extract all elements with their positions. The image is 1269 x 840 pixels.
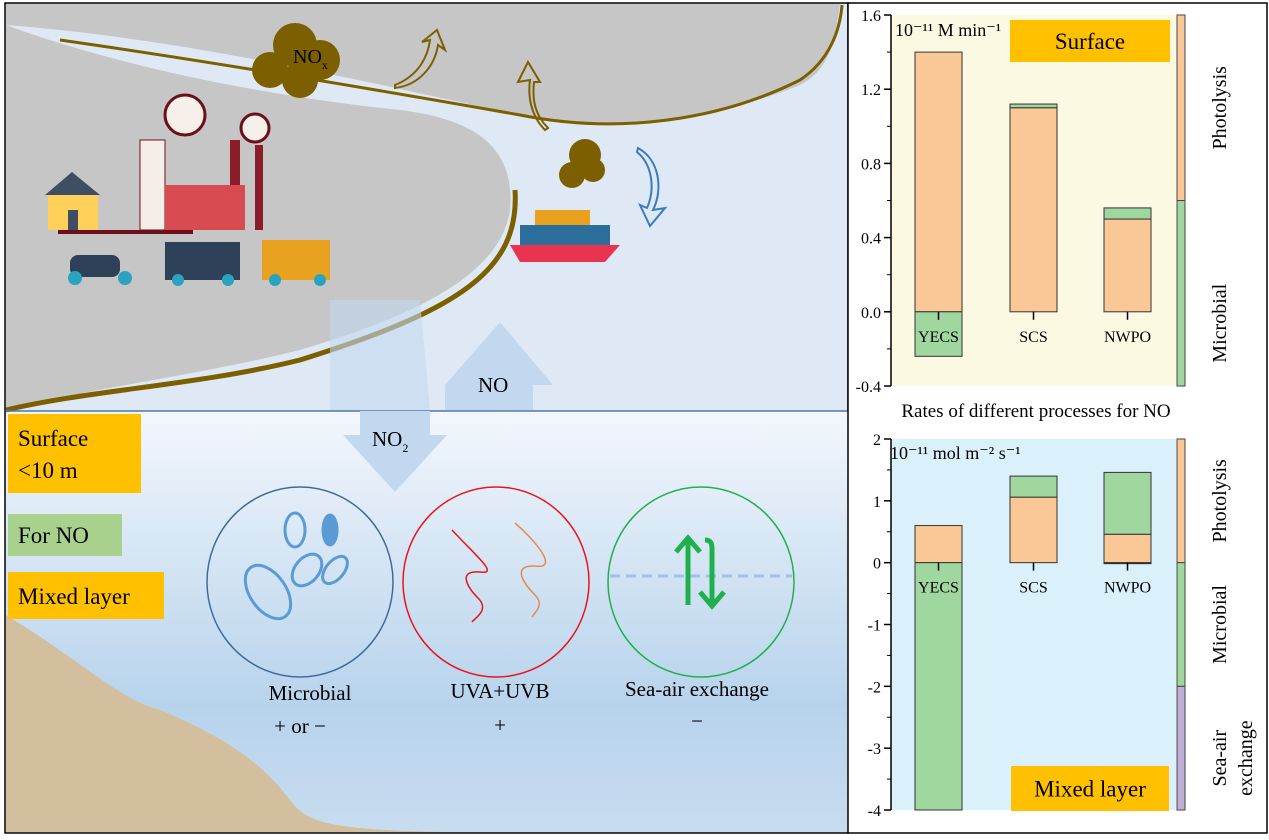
y-tick-label: 2	[873, 432, 881, 449]
bar-yecs-photolysis	[914, 51, 963, 313]
surface-box	[8, 414, 141, 493]
legend-photolysis-label: Photolysis	[1209, 66, 1231, 150]
ship-emission-cloud	[559, 139, 605, 188]
no-up-arrow	[445, 322, 553, 410]
y-tick-label: -4	[868, 803, 881, 820]
nox-label: NOx	[293, 46, 328, 72]
legend-microbial-label: Microbial	[1209, 283, 1231, 362]
microbe-icon	[243, 511, 349, 621]
process-uv: UVA+UVB +	[402, 486, 590, 737]
no-label: NO	[478, 373, 508, 397]
y-tick-label: 0	[873, 556, 881, 573]
legend-photolysis-swatch	[1176, 438, 1186, 564]
y-tick-label: -2	[868, 679, 881, 696]
bar-yecs-microbial	[914, 562, 963, 811]
bar-nwpo-microbial	[1103, 207, 1152, 220]
no2-label: NO2	[372, 427, 408, 455]
legend-microbial-swatch	[1176, 200, 1186, 387]
x-tick-label: YECS	[918, 580, 959, 597]
mixed-layer-label: Mixed layer	[18, 584, 130, 609]
exchange-arrows-icon	[674, 534, 726, 610]
y-tick-label: 0.4	[861, 231, 881, 248]
sea-air-label: Sea-air exchange	[625, 677, 769, 701]
sea-air-sign: −	[691, 709, 703, 733]
process-microbial: Microbial + or −	[206, 486, 394, 738]
x-tick-label: SCS	[1019, 580, 1047, 597]
bar-scs-microbial	[1009, 475, 1058, 498]
y-tick-label: 0.8	[861, 156, 881, 173]
process-sea-air: Sea-air exchange −	[607, 486, 795, 733]
y-tick-label: 1.6	[861, 8, 881, 25]
microbial-label: Microbial	[269, 681, 352, 705]
downward-arrow-icon	[635, 146, 668, 228]
surface-depth-label: <10 m	[18, 458, 78, 483]
y-tick-label: 1	[873, 494, 881, 511]
uv-sign: +	[494, 713, 506, 737]
unit-label: 10⁻¹¹ mol m⁻² s⁻¹	[890, 443, 1021, 463]
y-tick-label: -3	[868, 741, 881, 758]
x-tick-label: NWPO	[1104, 329, 1151, 346]
mixed-layer-box	[8, 572, 164, 619]
y-tick-label: 1.2	[861, 82, 881, 99]
uvb-wave-icon	[451, 529, 488, 623]
ship-icon	[510, 210, 620, 262]
chart-title: Mixed layer	[1034, 777, 1146, 802]
legend-sea-air-label: Sea-air	[1209, 730, 1231, 787]
no2-down-arrow	[343, 411, 447, 492]
upward-arrow-icon	[516, 59, 550, 132]
legend-exchange-label: exchange	[1235, 720, 1257, 796]
legend-photolysis-label: Photolysis	[1209, 459, 1231, 543]
charts-title: Rates of different processes for NO	[901, 401, 1170, 422]
uva-wave-icon	[514, 522, 547, 618]
legend-sea-air-swatch	[1176, 685, 1186, 811]
microbial-sign: + or −	[274, 714, 326, 738]
x-tick-label: YECS	[918, 329, 959, 346]
y-tick-label: -1	[868, 618, 881, 635]
unit-label: 10⁻¹¹ M min⁻¹	[895, 20, 1001, 40]
city-sources-icon	[45, 93, 330, 286]
mixed-layer-chart: YECS SCS NWPO 2 1 0 -1 -2 -3 -4 10⁻¹¹ mol m⁻² s⁻¹ M…	[868, 432, 1257, 820]
bar-scs-photolysis	[1009, 107, 1058, 313]
bar-yecs-photolysis	[914, 525, 963, 564]
uv-label: UVA+UVB	[451, 679, 550, 703]
bar-scs-microbial	[1009, 103, 1058, 109]
legend-photolysis-swatch	[1176, 14, 1186, 201]
bar-nwpo-photolysis	[1103, 218, 1152, 313]
nox-cloud	[252, 23, 340, 98]
bar-nwpo-photolysis	[1103, 533, 1152, 564]
surface-chart: YECS SCS NWPO 1.6 1.2 0.8 0.4 0.0 -0.4 10⁻¹¹ M mi…	[856, 8, 1231, 396]
bar-scs-photolysis	[1009, 496, 1058, 564]
chart-title: Surface	[1055, 29, 1125, 54]
upward-arrow-icon	[394, 28, 448, 90]
y-tick-label: -0.4	[856, 379, 881, 396]
bar-nwpo-microbial	[1103, 471, 1152, 535]
y-tick-label: 0.0	[861, 305, 881, 322]
for-no-box	[8, 514, 122, 556]
x-tick-label: SCS	[1019, 329, 1047, 346]
legend-microbial-swatch	[1176, 562, 1186, 687]
seabed	[6, 615, 445, 832]
chart-title-box	[1011, 766, 1169, 811]
chart-title-box	[1010, 20, 1170, 62]
x-tick-label: NWPO	[1104, 580, 1151, 597]
surface-box-label: Surface	[18, 426, 88, 451]
for-no-label: For NO	[18, 523, 89, 548]
atmosphere-band	[6, 4, 840, 123]
schematic-panel: NOx	[4, 2, 849, 834]
legend-microbial-label: Microbial	[1209, 585, 1231, 664]
